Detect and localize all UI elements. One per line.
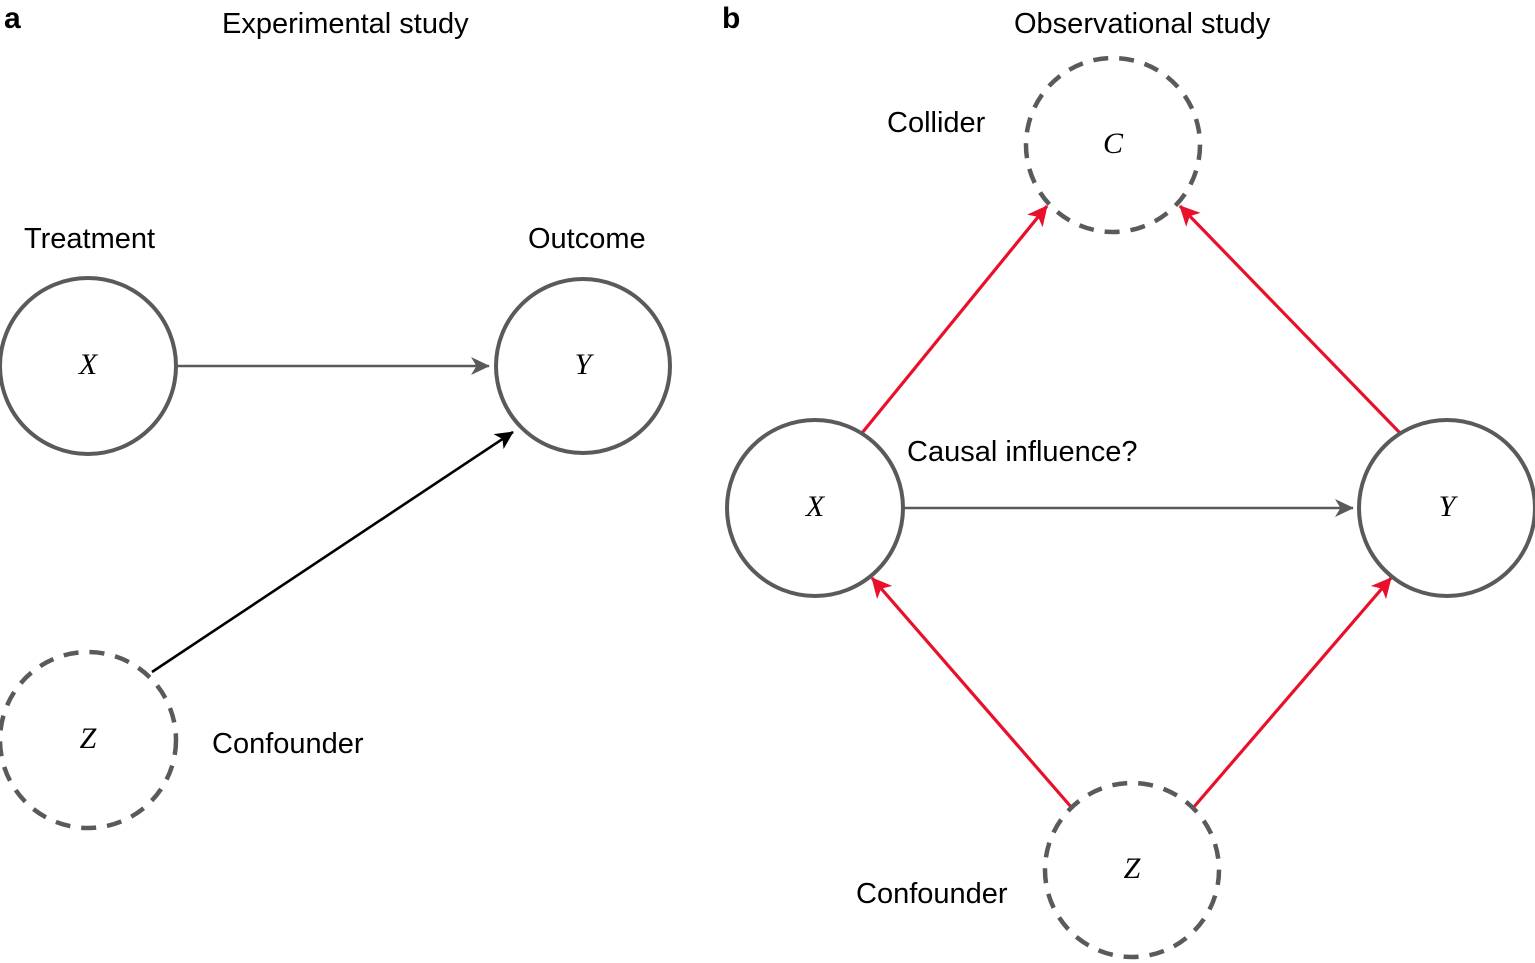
panel-a-node-y[interactable]: Y <box>494 277 672 455</box>
panel-b-node-c-label: C <box>1103 127 1124 160</box>
panel-a-treatment-label: Treatment <box>24 223 155 255</box>
panel-a-title: Experimental study <box>222 8 469 40</box>
panel-b-node-z[interactable]: Z <box>1042 780 1222 960</box>
panel-a: a Experimental study Treatment Outcome X… <box>0 2 672 831</box>
panel-b-edge-x-to-c <box>860 204 1049 435</box>
panel-b-collider-label: Collider <box>887 107 986 139</box>
panel-b-node-y[interactable]: Y <box>1357 418 1535 598</box>
panel-a-confounder-label: Confounder <box>212 728 364 760</box>
panel-a-node-x-circle[interactable] <box>0 276 178 456</box>
panel-a-node-y-label: Y <box>575 348 595 381</box>
panel-b-title: Observational study <box>1014 8 1271 40</box>
panel-b-causal-influence-label: Causal influence? <box>907 436 1138 468</box>
panel-a-node-x[interactable]: X <box>0 276 178 456</box>
panel-b-node-c-circle[interactable] <box>1023 55 1203 235</box>
panel-a-node-z[interactable]: Z <box>0 649 179 831</box>
panel-a-outcome-label: Outcome <box>528 223 646 255</box>
panel-a-node-y-circle[interactable] <box>494 277 672 455</box>
panel-a-node-z-circle[interactable] <box>0 649 179 831</box>
panel-b-node-y-label: Y <box>1439 490 1459 523</box>
panel-b-node-y-circle[interactable] <box>1357 418 1535 598</box>
panel-a-node-x-label: X <box>78 348 99 381</box>
panel-b-node-x-circle[interactable] <box>725 418 905 598</box>
panel-b-letter: b <box>722 2 740 35</box>
panel-b: b Observational study Collider Causal in… <box>722 2 1535 960</box>
panel-b-edge-y-to-c <box>1178 204 1402 435</box>
panel-b-node-x[interactable]: X <box>725 418 905 598</box>
panel-a-letter: a <box>4 2 21 35</box>
panel-a-node-z-label: Z <box>80 722 97 755</box>
panel-b-node-x-label: X <box>805 490 826 523</box>
panel-b-edge-z-to-x <box>870 576 1074 810</box>
panel-b-edge-z-to-y <box>1191 576 1393 810</box>
panel-b-node-c[interactable]: C <box>1023 55 1203 235</box>
panel-b-node-z-label: Z <box>1124 852 1141 885</box>
panel-b-confounder-label: Confounder <box>856 878 1008 910</box>
panel-b-node-z-circle[interactable] <box>1042 780 1222 960</box>
panel-a-edge-z-to-y <box>151 430 514 674</box>
